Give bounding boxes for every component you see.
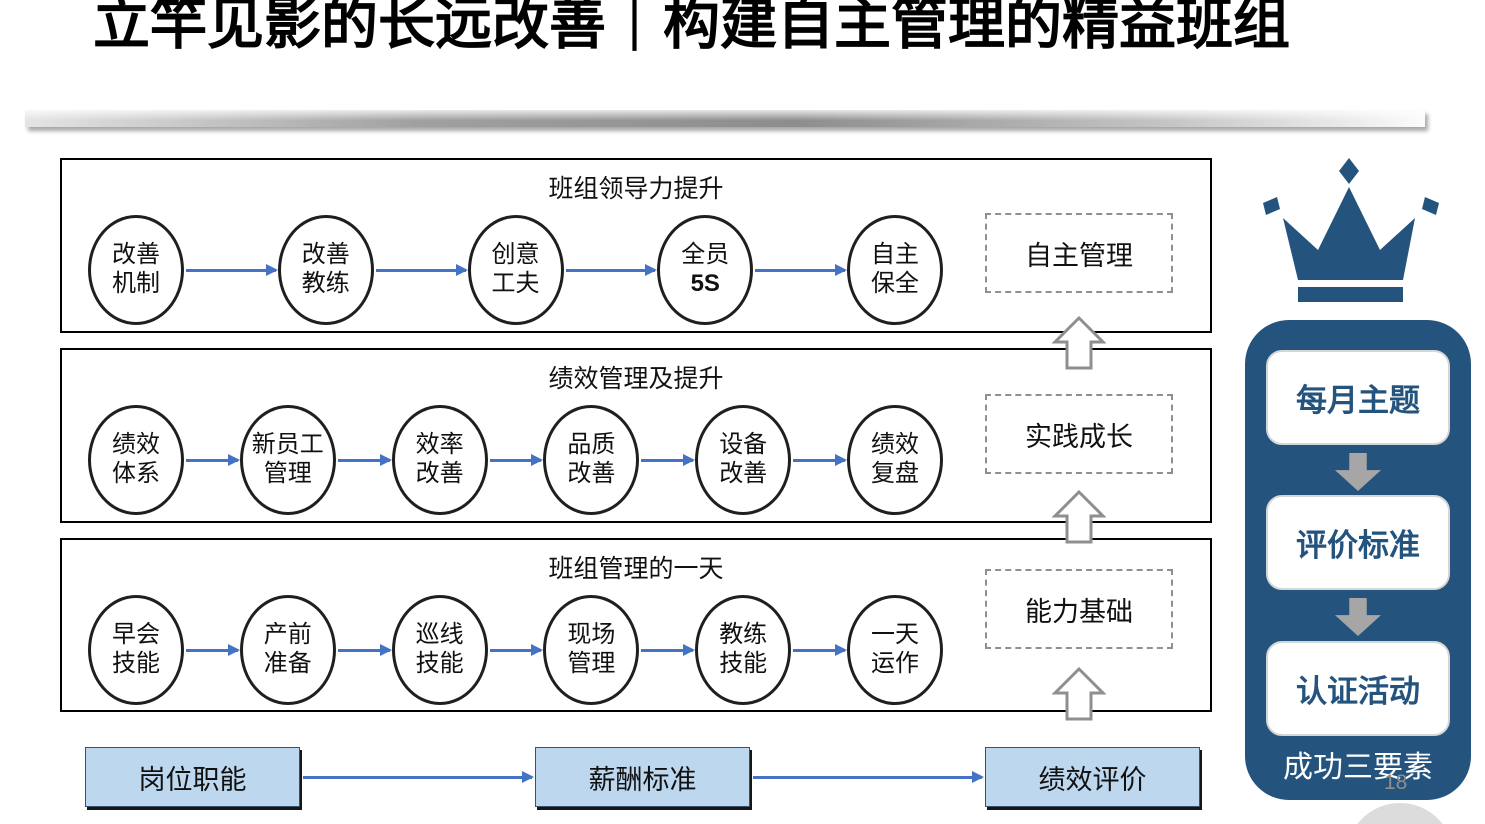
flow-step-circle: 现场 管理 [543,595,640,705]
stage-label-box: 能力基础 [985,569,1173,649]
right-arrow-icon [641,643,695,656]
flow-step-circle: 品质 改善 [543,405,640,515]
flow-step-circle: 改善 机制 [88,215,184,325]
up-arrow-icon [1052,315,1106,370]
flow-leadership: 改善 机制 改善 教练 创意 工夫 全员 5S 自主 保全 [88,212,943,328]
stage-label-box: 实践成长 [985,394,1173,474]
process-box-performance-review: 绩效评价 [985,747,1200,807]
flow-step-circle: 自主 保全 [847,215,943,325]
panel-step-evaluation-standard: 评价标准 [1266,495,1450,590]
section-team-leadership: 班组领导力提升 改善 机制 改善 教练 创意 工夫 全员 5S [60,158,1212,333]
right-arrow-icon [337,643,392,656]
up-arrow-icon [1052,489,1106,544]
right-arrow-icon [641,453,695,466]
stage-label-box: 自主管理 [985,213,1173,293]
panel-step-certification-activity: 认证活动 [1266,641,1450,736]
flow-step-circle: 一天 运作 [846,595,943,705]
process-box-job-function: 岗位职能 [85,747,300,807]
right-arrow-icon [375,263,468,276]
flow-step-circle: 新员工 管理 [239,405,336,515]
flow-step-circle: 产前 准备 [239,595,336,705]
right-arrow-icon [337,453,392,466]
flow-step-circle: 早会 技能 [88,595,184,705]
right-arrow-icon [186,263,278,276]
right-arrow-icon [753,770,984,783]
up-arrow-icon [1052,666,1106,721]
section-title: 班组领导力提升 [548,175,724,203]
panel-step-monthly-theme: 每月主题 [1266,350,1450,445]
flow-step-circle: 绩效 体系 [88,405,184,515]
right-arrow-icon [565,263,657,276]
page-number: 18 [1384,771,1408,794]
section-daily-management: 班组管理的一天 早会 技能 产前 准备 巡线 技能 现场 管理 [60,538,1212,712]
decorative-circle [1346,803,1454,824]
right-arrow-icon [303,770,534,783]
flow-step-circle: 绩效 复盘 [846,405,943,515]
process-box-pay-standard: 薪酬标准 [535,747,750,807]
flow-step-circle: 改善 教练 [277,215,374,325]
flow-step-circle: 教练 技能 [695,595,792,705]
right-arrow-icon [186,453,240,466]
crown-icon [1263,158,1439,302]
panel-caption: 成功三要素 [1283,751,1433,784]
right-arrow-icon [489,643,544,656]
flow-step-circle: 创意 工夫 [467,215,564,325]
right-arrow-icon [793,453,847,466]
flow-step-circle: 全员 5S [657,215,754,325]
down-arrow-icon [1335,598,1381,636]
right-arrow-icon [489,453,544,466]
section-title: 绩效管理及提升 [548,365,724,393]
success-factors-panel: 每月主题 评价标准 认证活动 成功三要素 [1245,320,1471,800]
section-title: 班组管理的一天 [548,555,724,583]
flow-step-circle: 设备 改善 [695,405,792,515]
right-arrow-icon [186,643,240,656]
right-arrow-icon [793,643,847,656]
flow-step-circle: 巡线 技能 [391,595,488,705]
flow-step-circle: 效率 改善 [391,405,488,515]
slide-title: 立竿见影的长远改善｜构建自主管理的精益班组 [93,0,1290,56]
divider-bar [25,110,1425,127]
right-arrow-icon [755,263,847,276]
section-performance-management: 绩效管理及提升 绩效 体系 新员工 管理 效率 改善 品质 改善 [60,348,1212,523]
flow-performance: 绩效 体系 新员工 管理 效率 改善 品质 改善 设备 改善 [88,402,943,518]
flow-daily: 早会 技能 产前 准备 巡线 技能 现场 管理 教练 技能 [88,592,943,708]
down-arrow-icon [1335,453,1381,491]
bottom-process-flow: 岗位职能 薪酬标准 绩效评价 [85,747,1200,807]
